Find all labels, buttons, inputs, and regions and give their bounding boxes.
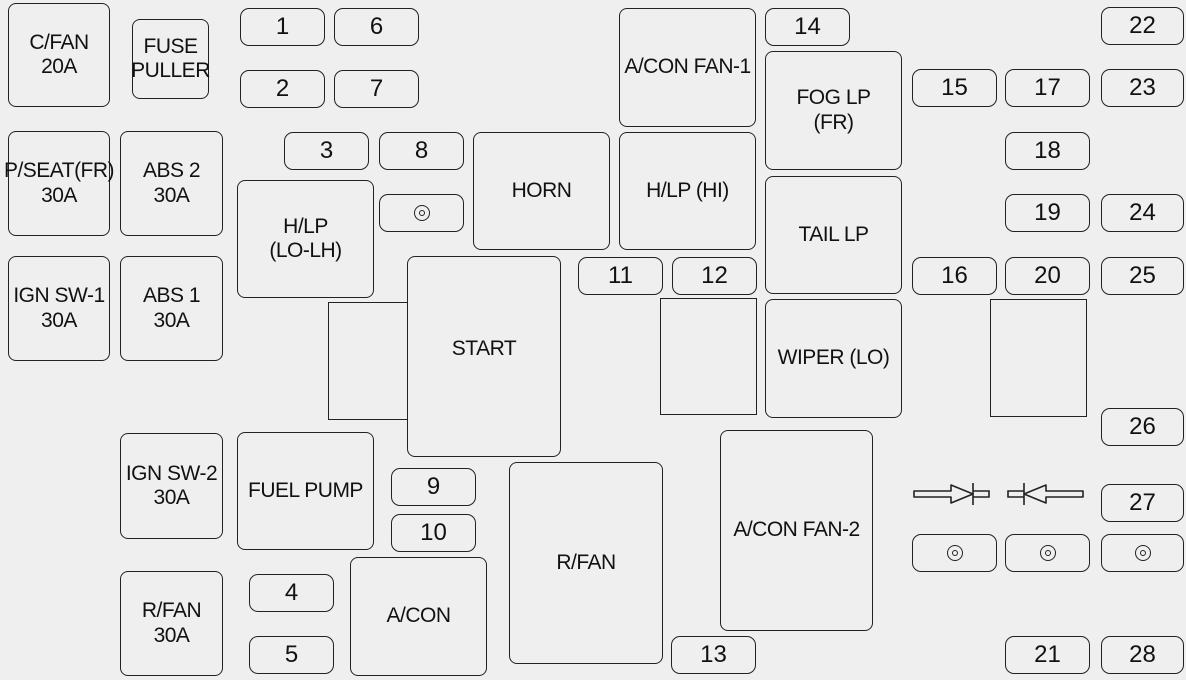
fuse-slot-17: 17: [1005, 69, 1090, 107]
fuse-slot-14: 14: [765, 8, 850, 46]
fuse-slot-21: 21: [1005, 636, 1090, 674]
empty-socket-center: [660, 298, 757, 415]
bolt-terminal-icon: [946, 545, 963, 561]
fuse-slot-22: 22: [1101, 7, 1184, 45]
bolt-terminal-3: [1101, 534, 1184, 572]
fuse-slot-12: 12: [672, 257, 757, 295]
fuse-slot-5: 5: [249, 636, 334, 674]
fuse-slot-13: 13: [671, 636, 756, 674]
fuse-r-fan-30a: R/FAN 30A: [120, 571, 223, 676]
fuse-slot-15: 15: [912, 69, 997, 107]
fuse-p-seat-fr: P/SEAT(FR) 30A: [4, 131, 115, 236]
fuse-puller: FUSE PULLER: [131, 19, 210, 99]
bolt-terminal-icon: [413, 205, 430, 221]
fuse-slot-23: 23: [1101, 69, 1184, 107]
bolt-terminal-icon: [1134, 545, 1151, 561]
relay-h-lp-lo-lh: H/LP (LO-LH): [237, 180, 374, 298]
relay-a-con-fan-1: A/CON FAN-1: [619, 8, 756, 127]
fuse-slot-7: 7: [334, 70, 419, 108]
bolt-terminal-2: [1005, 534, 1090, 572]
relay-fuel-pump: FUEL PUMP: [237, 432, 374, 550]
relay-r-fan: R/FAN: [509, 462, 663, 664]
fuse-slot-2: 2: [240, 70, 325, 108]
bolt-terminal-icon: [1039, 545, 1056, 561]
fuse-slot-10: 10: [391, 514, 476, 552]
fuse-slot-8: 8: [379, 132, 464, 170]
start-relay-connector: [328, 302, 413, 420]
fuse-ign-sw-2: IGN SW-2 30A: [120, 433, 223, 539]
bolt-terminal-mid: [379, 194, 464, 232]
relay-start: START: [407, 256, 561, 457]
fuse-slot-20: 20: [1005, 257, 1090, 295]
fuse-c-fan: C/FAN 20A: [8, 3, 110, 107]
diode-icon: [913, 483, 990, 505]
relay-h-lp-hi: H/LP (HI): [619, 132, 756, 250]
relay-wiper-lo: WIPER (LO): [765, 299, 902, 418]
fuse-abs-2: ABS 2 30A: [120, 131, 223, 236]
fuse-slot-26: 26: [1101, 408, 1184, 446]
empty-socket-right: [990, 299, 1087, 417]
relay-a-con-fan-2: A/CON FAN-2: [720, 430, 873, 631]
fuse-slot-16: 16: [912, 257, 997, 295]
relay-tail-lp: TAIL LP: [765, 176, 902, 294]
fuse-slot-28: 28: [1101, 636, 1184, 674]
fuse-slot-24: 24: [1101, 194, 1184, 232]
fuse-slot-27: 27: [1101, 484, 1184, 522]
relay-fog-lp-fr: FOG LP (FR): [765, 51, 902, 170]
fuse-slot-6: 6: [334, 8, 419, 46]
fuse-slot-11: 11: [578, 257, 663, 295]
fuse-slot-3: 3: [284, 132, 369, 170]
fuse-slot-18: 18: [1005, 132, 1090, 170]
diode-icon: [1007, 483, 1084, 505]
relay-horn: HORN: [473, 132, 610, 250]
fuse-slot-9: 9: [391, 468, 476, 506]
fuse-slot-19: 19: [1005, 194, 1090, 232]
fuse-ign-sw-1: IGN SW-1 30A: [8, 256, 110, 361]
relay-a-con: A/CON: [350, 557, 487, 676]
fuse-abs-1: ABS 1 30A: [120, 256, 223, 361]
fuse-slot-1: 1: [240, 8, 325, 46]
bolt-terminal-1: [912, 534, 997, 572]
fuse-slot-4: 4: [249, 574, 334, 612]
fuse-slot-25: 25: [1101, 257, 1184, 295]
